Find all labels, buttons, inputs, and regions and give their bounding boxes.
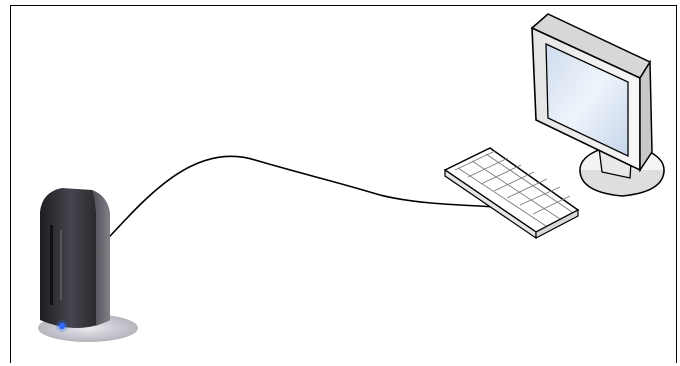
cable-line xyxy=(97,156,495,250)
monitor-icon xyxy=(532,14,664,196)
modem-icon xyxy=(38,188,138,342)
keyboard-icon xyxy=(445,148,578,238)
